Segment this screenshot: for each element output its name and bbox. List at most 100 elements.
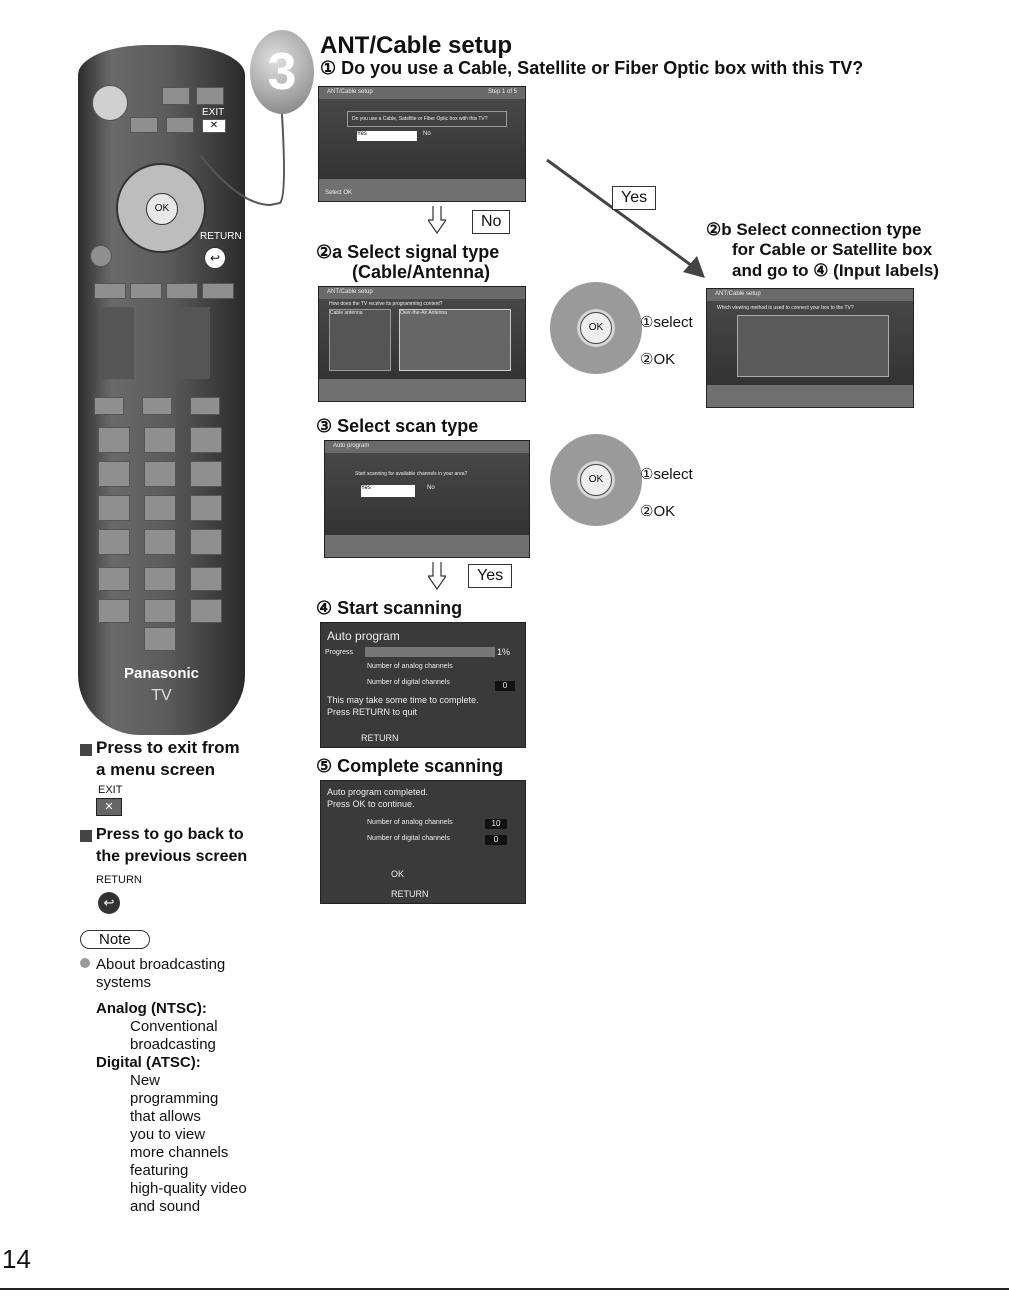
analog-desc-2: broadcasting — [130, 1036, 216, 1053]
remote-control: EXIT ✕ OK RETURN ↩ Panasonic TV — [78, 45, 245, 735]
remote-key[interactable] — [190, 599, 222, 623]
exit-instruction: Press to exit from — [96, 738, 240, 757]
remote-key[interactable] — [130, 283, 162, 299]
channel-rocker[interactable] — [178, 307, 210, 379]
power-button[interactable] — [92, 85, 128, 121]
screen-title-bar — [319, 287, 525, 299]
remote-key[interactable] — [196, 87, 224, 105]
number-key[interactable] — [144, 461, 176, 487]
number-key[interactable] — [144, 427, 176, 453]
number-key[interactable] — [98, 529, 130, 555]
remote-key[interactable] — [144, 627, 176, 651]
number-key[interactable] — [144, 529, 176, 555]
remote-key[interactable] — [144, 599, 176, 623]
remote-key[interactable] — [98, 567, 130, 591]
number-key[interactable] — [190, 461, 222, 487]
remote-key[interactable] — [94, 283, 126, 299]
remote-key[interactable] — [144, 567, 176, 591]
screen-question: Start scanning for available channels in… — [355, 471, 468, 477]
screen-option-cable[interactable]: Cable antenna — [329, 309, 391, 371]
progress-label: Progress — [325, 649, 354, 656]
remote-key[interactable] — [202, 283, 234, 299]
screen-title: ANT/Cable setup — [327, 89, 373, 95]
brand-logo: Panasonic — [123, 665, 200, 682]
screen-title-bar — [319, 87, 525, 99]
screen-title: Auto program — [333, 443, 370, 449]
number-key[interactable] — [190, 427, 222, 453]
pad-select-label: ①select — [640, 466, 693, 483]
screen-connection-type: ANT/Cable setup Which viewing method is … — [706, 288, 914, 408]
screen-message-2: Press OK to continue. — [327, 799, 415, 809]
screen-title-bar — [325, 441, 529, 453]
note-heading: About broadcasting — [96, 956, 226, 973]
remote-key[interactable] — [142, 397, 172, 415]
bullet-icon — [80, 830, 92, 842]
digital-desc-line: high-quality video — [130, 1180, 247, 1197]
down-arrow-icon — [428, 562, 446, 590]
exit-button[interactable]: ✕ — [202, 119, 226, 133]
remote-key[interactable] — [190, 397, 220, 415]
exit-instruction-2: a menu screen — [96, 760, 216, 779]
number-key[interactable] — [144, 495, 176, 521]
digital-count-value: 0 — [485, 835, 507, 845]
screen-antcable-question: ANT/Cable setup Step 1 of 5 Do you use a… — [318, 86, 526, 202]
step-2a-label: ②a Select signal type — [316, 242, 500, 262]
digital-desc-line: featuring — [130, 1162, 189, 1179]
screen-option-antenna[interactable]: Over-the-Air Antenna — [399, 309, 511, 371]
screen-no-option[interactable]: No — [423, 131, 431, 137]
digital-desc-line: programming — [130, 1090, 219, 1107]
screen-message: Auto program completed. — [327, 787, 429, 797]
digital-count-value: 0 — [495, 681, 515, 691]
bullet-icon — [80, 744, 92, 756]
remote-key[interactable] — [90, 245, 112, 267]
ok-hint: OK — [391, 869, 405, 879]
digital-desc-line: you to view — [130, 1126, 206, 1143]
number-key[interactable] — [190, 495, 222, 521]
pad-ok-label: ②OK — [640, 503, 676, 520]
screen-question: Which viewing method is used to connect … — [717, 305, 854, 311]
bullet-icon — [80, 958, 90, 968]
page-number: 14 — [2, 1244, 31, 1274]
return-instruction: Press to go back to — [96, 826, 244, 843]
navigation-pad[interactable]: OK — [116, 163, 206, 253]
screen-message: This may take some time to complete. — [327, 695, 479, 705]
return-icon[interactable]: ↩ — [204, 247, 226, 269]
answer-no-tag: No — [472, 210, 511, 234]
remote-key[interactable] — [166, 117, 194, 133]
number-key[interactable] — [98, 495, 130, 521]
ok-button[interactable]: OK — [146, 193, 178, 225]
step-2b-label: ②b Select connection type — [706, 220, 922, 239]
remote-key[interactable] — [162, 87, 190, 105]
digital-desc: New programming that allows you to view … — [130, 1072, 247, 1216]
screen-yes-option[interactable]: Yes — [357, 131, 417, 141]
return-hint: RETURN — [361, 733, 399, 743]
exit-label: EXIT — [98, 784, 123, 796]
exit-button-icon: ✕ — [96, 798, 122, 816]
number-key[interactable] — [98, 461, 130, 487]
remote-key[interactable] — [190, 567, 222, 591]
screen-footer-text: Select OK — [325, 190, 353, 196]
volume-rocker[interactable] — [102, 307, 134, 379]
step-number-circle: 3 — [250, 30, 314, 114]
analog-desc: Conventional — [130, 1018, 218, 1035]
screen-auto-program: Auto program Progress 1% Number of analo… — [320, 622, 526, 748]
number-key[interactable] — [190, 529, 222, 555]
remote-key[interactable] — [98, 599, 130, 623]
screen-question: How does the TV receive its programming … — [329, 301, 443, 307]
screen-title: ANT/Cable setup — [327, 289, 373, 295]
analog-heading: Analog (NTSC): — [96, 1000, 207, 1017]
screen-yes-option[interactable]: Yes — [361, 485, 415, 497]
remote-key[interactable] — [130, 117, 158, 133]
screen-page: Step 1 of 5 — [487, 89, 517, 95]
question-text: ① Do you use a Cable, Satellite or Fiber… — [320, 58, 864, 78]
remote-key[interactable] — [94, 397, 124, 415]
number-key[interactable] — [98, 427, 130, 453]
step-3-label: ③ Select scan type — [316, 416, 479, 436]
remote-key[interactable] — [166, 283, 198, 299]
digital-desc-line: New — [130, 1072, 161, 1089]
screen-scan-type: Auto program Start scanning for availabl… — [324, 440, 530, 558]
screen-footer — [325, 535, 529, 557]
diagonal-arrow-icon — [546, 158, 705, 278]
screen-no-option[interactable]: No — [427, 485, 435, 491]
analog-count-value: 10 — [485, 819, 507, 829]
